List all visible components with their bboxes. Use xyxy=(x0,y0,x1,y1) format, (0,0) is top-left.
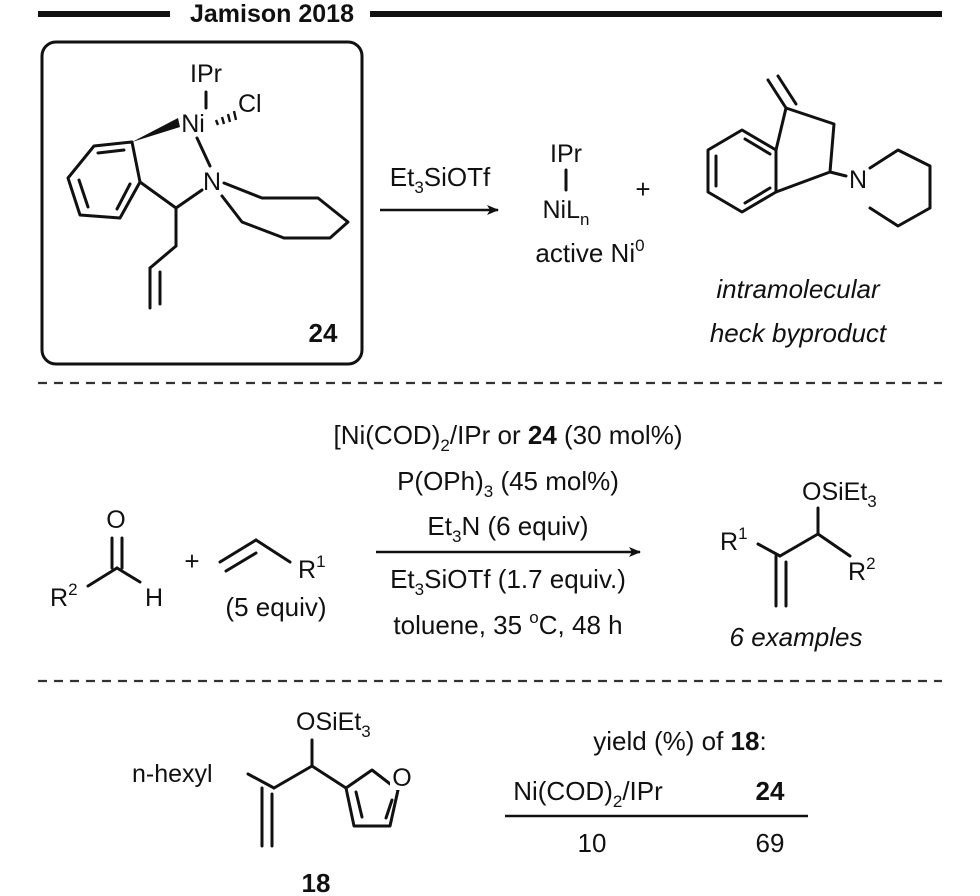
bond-ni-cl-hashed xyxy=(214,110,238,126)
reaction-conditions: [Ni(COD)2/IPr or 24 (30 mol%) P(OPh)3 (4… xyxy=(334,420,683,640)
byproduct-atom-n: N xyxy=(849,166,867,194)
complex-24-structure: IPr Ni Cl N 24 xyxy=(66,60,350,348)
panel-example-18: OSiEt3 n-hexyl O 18 yield (%) of 18: Ni(… xyxy=(132,708,808,896)
furan-o: O xyxy=(392,764,411,792)
bond-cvinyl-r1 xyxy=(756,542,782,558)
exo-methylene-double xyxy=(776,74,798,106)
yield-header-24: 24 xyxy=(756,776,785,806)
condition-catalyst: [Ni(COD)2/IPr or 24 (30 mol%) xyxy=(334,420,683,455)
benzene-double-2 xyxy=(77,178,90,209)
benzene-double-3 xyxy=(115,182,132,211)
product-r2: R2 xyxy=(848,554,876,586)
activation-reagent: Et3SiOTf xyxy=(390,162,491,197)
atom-n: N xyxy=(203,168,221,196)
yield-table-caption: yield (%) of 18: xyxy=(593,726,766,756)
aldehyde-structure: O R2 H xyxy=(50,506,163,612)
c18-bond-c-cvinyl xyxy=(272,764,314,790)
bond-vinyl-1 xyxy=(218,538,258,564)
byproduct-piperidine xyxy=(868,148,932,228)
aldehyde-r2: R2 xyxy=(50,580,78,612)
product-osiet3: OSiEt3 xyxy=(802,478,877,511)
bond-ni-aryl-wedge xyxy=(132,118,180,142)
c18-bond-c-furyl xyxy=(310,764,348,790)
aldehyde-o: O xyxy=(106,506,125,534)
alkene-structure: R1 (5 equiv) xyxy=(218,538,327,622)
bond-vinyl-2 xyxy=(254,538,292,564)
active-ipr: IPr xyxy=(550,140,582,168)
alkene-equiv: (5 equiv) xyxy=(225,592,326,622)
exo-methylene xyxy=(766,78,788,110)
condition-ligand: P(OPh)3 (45 mol%) xyxy=(397,466,619,501)
active-nil: NiLn xyxy=(543,196,590,229)
complex-24-label: 24 xyxy=(309,318,338,348)
atom-cl: Cl xyxy=(238,90,262,118)
yield-value-24: 69 xyxy=(756,828,785,858)
product-caption: 6 examples xyxy=(730,622,863,652)
furan-double-2 xyxy=(384,798,394,820)
bond-ni-n xyxy=(195,136,212,168)
benzene-double-1 xyxy=(96,148,126,155)
byproduct-caption-2: heck byproduct xyxy=(710,318,888,348)
bond-c-cvinyl xyxy=(778,532,820,558)
bond-ch2-ch xyxy=(148,244,178,270)
piperidine-ring xyxy=(220,181,350,240)
compound-18-label: 18 xyxy=(302,868,331,896)
indane-benzene-double-2 xyxy=(743,186,772,205)
yield-value-ni-cod: 10 xyxy=(578,828,607,858)
complex-24-frame xyxy=(40,40,364,366)
bond-indane-n xyxy=(828,170,848,178)
byproduct-caption-1: intramolecular xyxy=(716,274,881,304)
reactants-plus: + xyxy=(184,546,199,576)
heck-byproduct-structure: N intramolecular heck byproduct xyxy=(706,74,932,348)
atom-ni: Ni xyxy=(181,110,205,138)
atom-ipr: IPr xyxy=(190,60,222,88)
header: Jamison 2018 xyxy=(38,0,942,28)
aldehyde-h: H xyxy=(145,584,163,612)
condition-silyl: Et3SiOTf (1.7 equiv.) xyxy=(390,564,626,599)
activation-plus: + xyxy=(635,174,650,204)
panel-catalyst-activation: IPr Ni Cl N 24 Et3SiOTf xyxy=(40,40,932,366)
bond-ch-n xyxy=(174,188,204,210)
condition-base: Et3N (6 equiv) xyxy=(427,511,588,546)
header-title: Jamison 2018 xyxy=(190,0,354,28)
allylic-silyl-ether-product: OSiEt3 R2 R1 6 examples xyxy=(720,478,877,652)
yield-header-ni-cod: Ni(COD)2/IPr xyxy=(513,776,663,811)
active-ni-species: IPr NiLn active Ni0 xyxy=(535,140,644,268)
bond-c-r2 xyxy=(86,566,119,588)
compound-18-structure: OSiEt3 n-hexyl O 18 xyxy=(132,708,414,896)
indane-five-ring xyxy=(774,106,836,194)
condition-solvent: toluene, 35 oC, 48 h xyxy=(393,608,622,640)
alkene-r1: R1 xyxy=(298,552,326,584)
indane-benzene-ring xyxy=(706,128,778,214)
bond-c-h xyxy=(115,566,142,584)
bond-aryl-ch xyxy=(138,180,178,210)
compound-18-osiet3: OSiEt3 xyxy=(296,708,371,741)
furan-o-mask xyxy=(390,764,414,790)
compound-18-hexyl: n-hexyl xyxy=(132,760,213,788)
bond-c-r2-product xyxy=(816,532,852,558)
furan-ring xyxy=(344,768,400,828)
furan-double-1 xyxy=(354,790,364,819)
indane-benzene-double-3 xyxy=(743,137,772,156)
yield-table: yield (%) of 18: Ni(COD)2/IPr 24 10 69 xyxy=(505,726,808,858)
panel-coupling-reaction: O R2 H + R1 (5 equiv) [Ni(COD)2/IPr or 2… xyxy=(50,420,877,652)
c18-bond-cvinyl-hexyl xyxy=(246,772,276,790)
active-ni-caption: active Ni0 xyxy=(535,236,644,268)
product-r1: R1 xyxy=(720,524,748,556)
bond-vinyl-1-double xyxy=(224,551,258,573)
